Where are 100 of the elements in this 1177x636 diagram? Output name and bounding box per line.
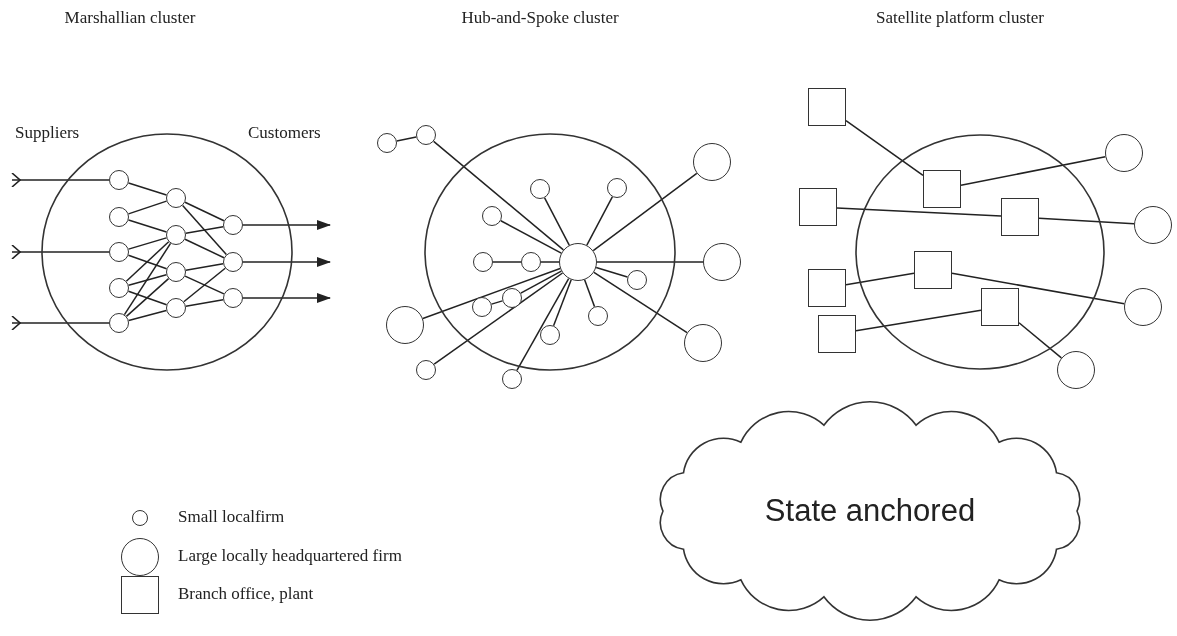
connector-line: [552, 279, 572, 327]
small-firm-circle: [521, 252, 541, 272]
connector-line: [586, 196, 614, 246]
connector-line: [433, 272, 564, 365]
connector-line: [583, 279, 596, 308]
connector-line: [127, 273, 168, 287]
arrow: [11, 315, 110, 331]
connector-line: [490, 300, 504, 305]
connector-line: [500, 219, 562, 254]
small-firm-circle: [109, 170, 129, 190]
connector-line: [127, 200, 168, 215]
legend-text: Large locally headquartered firm: [178, 546, 402, 566]
small-firm-circle: [377, 133, 397, 153]
connector-line: [432, 140, 565, 251]
large-firm-circle: [693, 143, 731, 181]
connector-line: [127, 309, 168, 322]
connector-line: [593, 271, 688, 334]
branch-office-square: [923, 170, 961, 208]
small-firm-circle: [223, 288, 243, 308]
connector-line: [951, 272, 1126, 305]
large-firm-circle: [1057, 351, 1095, 389]
supplier-label: Suppliers: [15, 123, 80, 143]
arrow: [242, 220, 331, 230]
connector-line: [127, 290, 168, 306]
connector-line: [127, 219, 168, 233]
arrow: [11, 172, 110, 188]
arrow: [242, 293, 331, 303]
small-firm-circle: [607, 178, 627, 198]
branch-office-square: [981, 288, 1019, 326]
legend-text: Branch office, plant: [178, 584, 314, 604]
connector-line: [520, 270, 563, 294]
large-firm-circle: [684, 324, 722, 362]
connector-line: [1038, 217, 1135, 225]
small-firm-circle: [166, 188, 186, 208]
cluster-title: Satellite platform cluster: [875, 8, 1045, 28]
connector-line: [183, 267, 226, 303]
small-firm-circle: [416, 360, 436, 380]
branch-office-square: [808, 269, 846, 307]
small-firm-circle: [109, 313, 129, 333]
connector-line: [543, 197, 570, 246]
cloud-label: State anchored: [764, 493, 976, 529]
connector-line: [596, 261, 704, 263]
connector-line: [845, 119, 924, 177]
connector-line: [185, 226, 224, 234]
connector-line: [960, 155, 1107, 186]
large-firm-circle: [703, 243, 741, 281]
branch-office-square: [914, 251, 952, 289]
small-firm-circle: [530, 179, 550, 199]
small-firm-circle: [223, 215, 243, 235]
connector-line: [181, 204, 228, 256]
connector-line: [185, 299, 224, 307]
small-firm-circle: [109, 278, 129, 298]
arrow: [11, 244, 110, 260]
connector-line: [184, 201, 225, 222]
small-firm-circle: [223, 252, 243, 272]
connector-line: [127, 182, 168, 196]
connector-line: [123, 242, 172, 316]
small-firm-circle: [416, 125, 436, 145]
connector-line: [516, 277, 570, 372]
small-firm-circle: [540, 325, 560, 345]
connector-line: [422, 267, 561, 320]
connector-line: [125, 241, 170, 282]
connector-line: [185, 263, 224, 271]
branch-office-square: [799, 188, 837, 226]
small-firm-circle: [166, 298, 186, 318]
connector-line: [492, 261, 522, 263]
small-firm-circle: [109, 242, 129, 262]
large-firm-circle: [559, 243, 597, 281]
branch-office-square: [808, 88, 846, 126]
connector-line: [1018, 322, 1063, 359]
small-firm-circle: [109, 207, 129, 227]
legend-text: Small localfirm: [178, 507, 285, 527]
large-firm-circle: [1134, 206, 1172, 244]
small-firm-circle: [472, 297, 492, 317]
connector-line: [127, 254, 168, 270]
connector-line: [595, 266, 629, 278]
small-firm-circle: [502, 288, 522, 308]
cluster-title: Marshallian cluster: [64, 8, 196, 28]
connector-line: [845, 272, 915, 286]
connector-line: [184, 238, 225, 259]
small-firm-circle: [502, 369, 522, 389]
connector-line: [127, 237, 168, 250]
large-firm-circle: [1105, 134, 1143, 172]
connector-line: [540, 261, 560, 263]
large-firm-circle: [386, 306, 424, 344]
cluster-title: Hub-and-Spoke cluster: [461, 8, 619, 28]
small-firm-circle: [627, 270, 647, 290]
large-firm-circle: [1124, 288, 1162, 326]
connector-line: [836, 207, 1002, 217]
connector-line: [125, 277, 170, 318]
small-firm-circle: [166, 225, 186, 245]
connector-line: [396, 136, 417, 142]
small-firm-circle: [482, 206, 502, 226]
small-firm-circle: [473, 252, 493, 272]
connector-line: [592, 172, 698, 252]
branch-office-square: [818, 315, 856, 353]
connector-line: [855, 309, 982, 332]
branch-office-square: [1001, 198, 1039, 236]
small-firm-circle: [588, 306, 608, 326]
customer-label: Customers: [248, 123, 321, 143]
